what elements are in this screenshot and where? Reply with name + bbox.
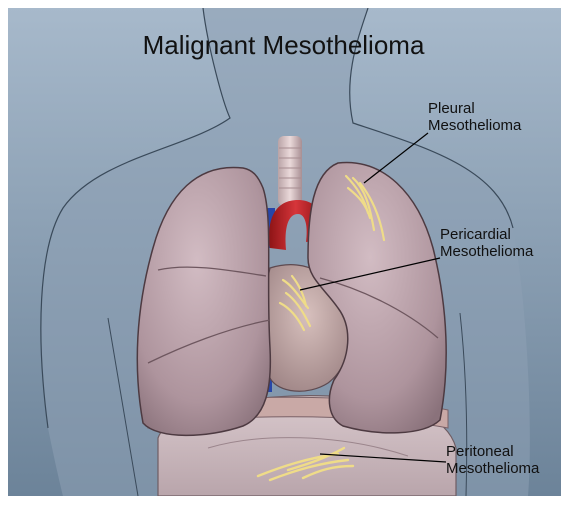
pericardial-label: Pericardial Mesothelioma [440,226,533,260]
peritoneal-label-line1: Peritoneal [446,443,539,460]
pleural-label-line2: Mesothelioma [428,117,521,134]
pleural-label: Pleural Mesothelioma [428,100,521,134]
peritoneal-label: Peritoneal Mesothelioma [446,443,539,477]
pericardial-label-line1: Pericardial [440,226,533,243]
trachea [278,136,302,206]
diagram-title: Malignant Mesothelioma [0,30,567,61]
pericardial-label-line2: Mesothelioma [440,243,533,260]
pleural-label-line1: Pleural [428,100,521,117]
peritoneal-label-line2: Mesothelioma [446,460,539,477]
